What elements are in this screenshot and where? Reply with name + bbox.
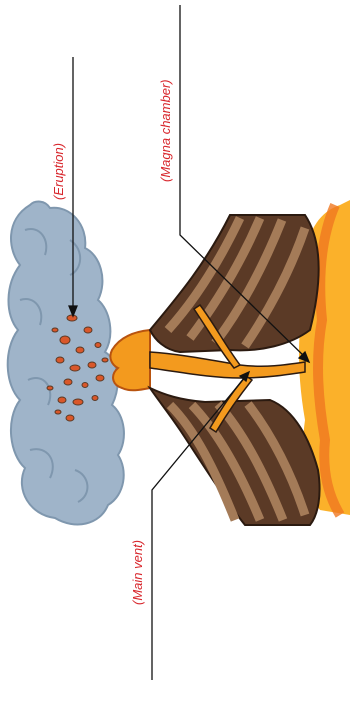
main-vent-label: (Main vent): [130, 540, 145, 605]
volcano-lower-flank: [150, 388, 320, 525]
lava-plume: [110, 330, 150, 390]
volcano-upper-flank: [150, 215, 319, 352]
magma-chamber-label: (Magna chamber): [158, 79, 173, 182]
ash-cloud: [8, 202, 124, 525]
eruption-label: (Eruption): [51, 143, 66, 200]
